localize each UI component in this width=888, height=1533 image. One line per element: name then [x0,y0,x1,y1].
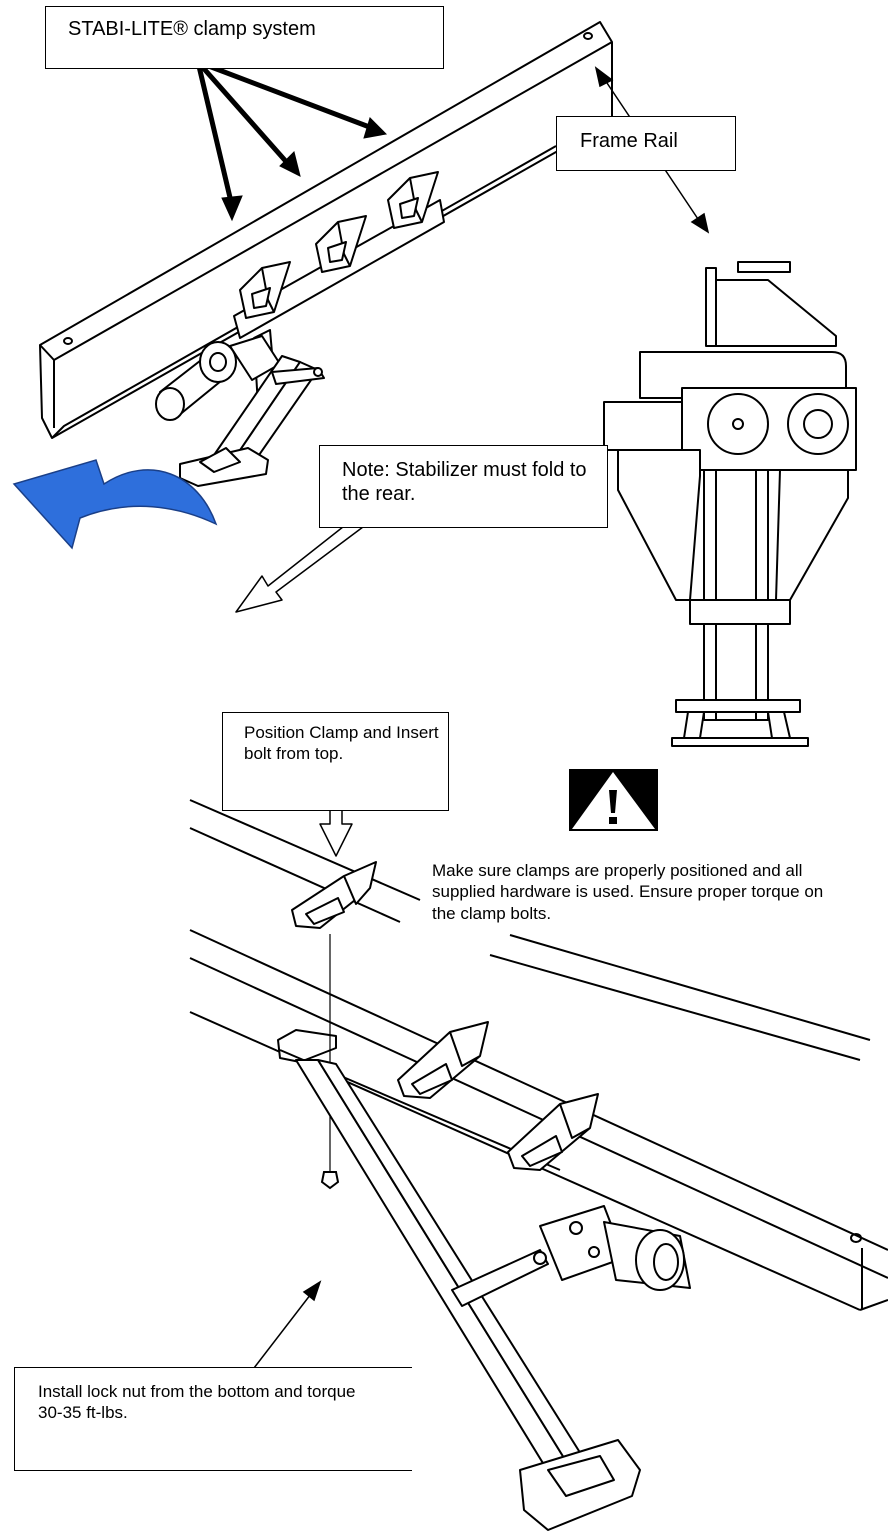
lower-clamp-mid [397,1021,489,1099]
lower-clamp-top [291,861,377,929]
upper-frame-rail [39,21,613,439]
upper-stabilizer-leg [155,335,325,487]
upper-clamps [239,171,439,319]
frame-rail-label: Frame Rail [580,130,678,152]
lock-nut-callout: Install lock nut from the bottom and tor… [14,1367,412,1471]
clamp-system-arrows [195,59,388,222]
end-view-stabilizer [603,261,857,747]
position-clamp-label: Position Clamp and Insert bolt from top. [244,723,439,763]
frame-rail-callout: Frame Rail [556,116,736,171]
upper-clamp-3 [387,171,439,229]
clamp-system-label: STABI-LITE® clamp system [68,18,316,40]
clamp-system-callout: STABI-LITE® clamp system [45,6,444,69]
fold-note-callout: Note: Stabilizer must fold to the rear. [319,445,608,528]
position-clamp-callout: Position Clamp and Insert bolt from top. [222,712,449,811]
curved-arrow-icon [12,459,218,550]
lower-stabilizer-leg [295,1059,691,1531]
upper-clamp-2 [315,215,367,273]
clamp-torque-instructions: Make sure clamps are properly positioned… [432,860,832,924]
lower-clamp-right [507,1093,599,1171]
lower-clamps [291,861,599,1171]
warning-triangle-icon [569,769,658,831]
fold-note-label: Note: Stabilizer must fold to the rear. [342,459,587,506]
lock-nut-arrow [253,1280,322,1369]
bolt-and-nut [320,934,340,1190]
upper-clamp-1 [239,261,291,319]
clamp-torque-text: Make sure clamps are properly positioned… [432,861,824,923]
lock-nut-label: Install lock nut from the bottom and tor… [38,1382,356,1422]
